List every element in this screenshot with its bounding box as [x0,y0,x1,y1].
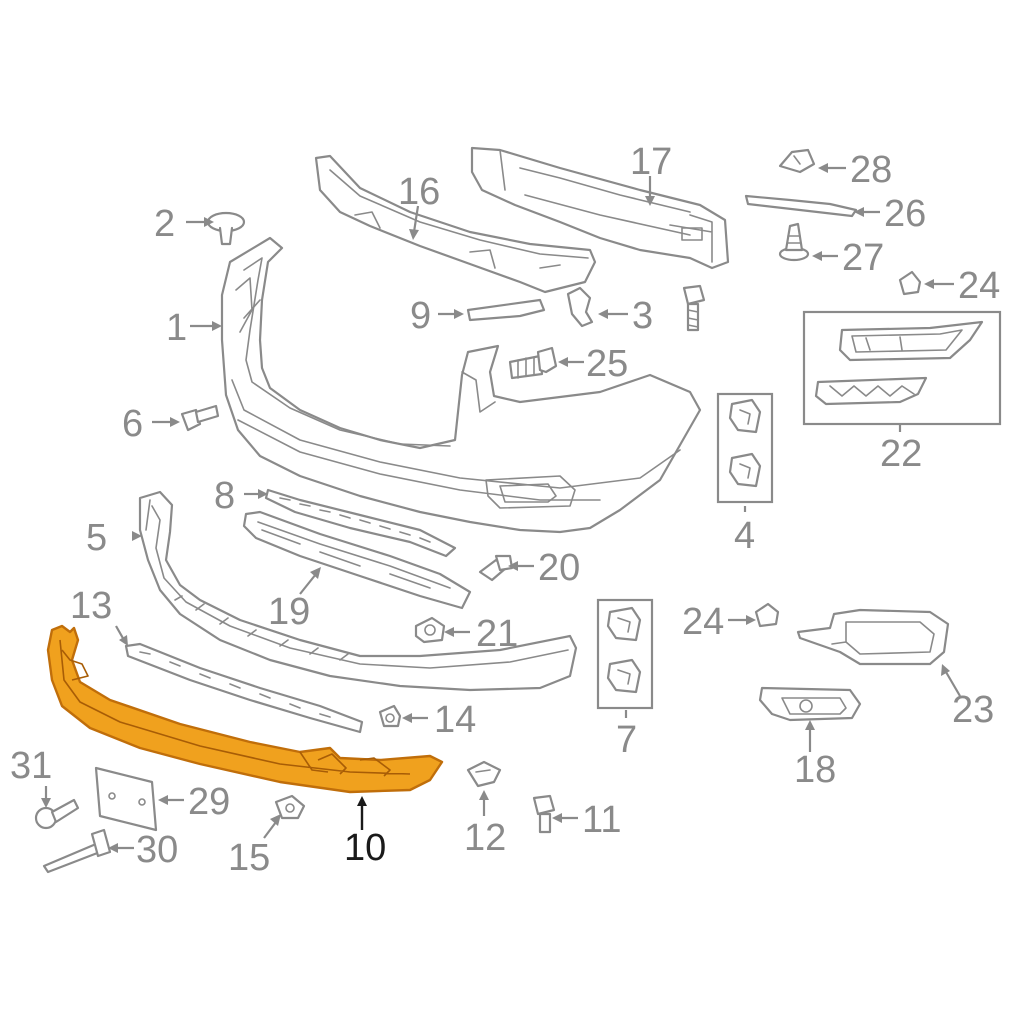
part-20-screw[interactable] [478,554,514,582]
part-18-fog-lamp[interactable] [758,686,862,722]
part-8-grille-strip[interactable] [264,488,457,558]
callout-10-highlighted[interactable]: 10 [344,827,386,869]
callout-28[interactable]: 28 [850,149,892,191]
callout-17[interactable]: 17 [630,141,672,183]
callout-31[interactable]: 31 [10,745,52,787]
callout-19[interactable]: 19 [268,591,310,633]
callout-6[interactable]: 6 [122,403,143,445]
callout-3[interactable]: 3 [632,295,653,337]
leader-lines [41,163,961,853]
part-3-bolts[interactable] [566,284,706,332]
callout-13[interactable]: 13 [70,585,112,627]
part-16-energy-absorber[interactable] [314,154,597,294]
callout-8[interactable]: 8 [214,475,235,517]
part-25-bolt[interactable] [508,346,558,380]
part-4-retainer-kit[interactable] [716,392,774,504]
callout-1[interactable]: 1 [166,307,187,349]
callout-14[interactable]: 14 [434,699,476,741]
part-24-clip-upper[interactable] [898,270,922,296]
callout-7[interactable]: 7 [616,719,637,761]
callout-22[interactable]: 22 [880,433,922,475]
part-19-lower-grille[interactable] [242,510,472,610]
part-2-push-clip[interactable] [206,211,246,246]
part-17-reinforcement-bar[interactable] [470,146,730,270]
part-23-fog-lamp-bezel[interactable] [796,608,950,666]
callout-27[interactable]: 27 [842,237,884,279]
part-6-bolt[interactable] [180,404,220,432]
part-5-lower-fascia[interactable] [138,490,578,692]
part-13-lower-molding[interactable] [124,642,364,734]
callout-5[interactable]: 5 [86,517,107,559]
part-29-bracket[interactable] [94,766,158,832]
callout-16[interactable]: 16 [398,171,440,213]
callout-26[interactable]: 26 [884,193,926,235]
part-10-air-deflector[interactable] [46,624,444,794]
callout-29[interactable]: 29 [188,781,230,823]
callout-21[interactable]: 21 [476,613,518,655]
part-12-clip-nut[interactable] [466,760,502,788]
part-24-clip-lower[interactable] [754,602,780,628]
callout-labels: 1 2 3 4 5 6 7 8 9 10 11 12 13 14 15 16 1… [10,141,1000,879]
callout-11[interactable]: 11 [582,799,621,841]
part-31-screw[interactable] [34,798,80,830]
callout-2[interactable]: 2 [154,203,175,245]
callout-25[interactable]: 25 [586,343,628,385]
part-26-seal-strip[interactable] [744,194,858,218]
callout-15[interactable]: 15 [228,837,270,879]
callout-30[interactable]: 30 [136,829,178,871]
callout-18[interactable]: 18 [794,749,836,791]
part-1-bumper-cover[interactable] [220,236,702,534]
callout-12[interactable]: 12 [464,817,506,859]
part-14-clip[interactable] [378,704,402,728]
part-27-push-pin[interactable] [778,222,810,262]
callout-23[interactable]: 23 [952,689,994,731]
part-15-nut[interactable] [274,794,306,820]
callout-24-lower[interactable]: 24 [682,601,724,643]
part-21-nut[interactable] [414,616,446,644]
part-30-tie-strap[interactable] [42,828,112,874]
callout-24-upper[interactable]: 24 [958,265,1000,307]
callout-9[interactable]: 9 [410,295,431,337]
callout-4[interactable]: 4 [734,515,755,557]
part-7-retainer-kit[interactable] [596,598,654,710]
part-9-bracket[interactable] [466,298,546,322]
callout-20[interactable]: 20 [538,547,580,589]
part-28-retainer[interactable] [778,148,816,174]
part-11-bolt[interactable] [532,794,556,834]
part-22-lamp-kit[interactable] [802,310,1002,426]
